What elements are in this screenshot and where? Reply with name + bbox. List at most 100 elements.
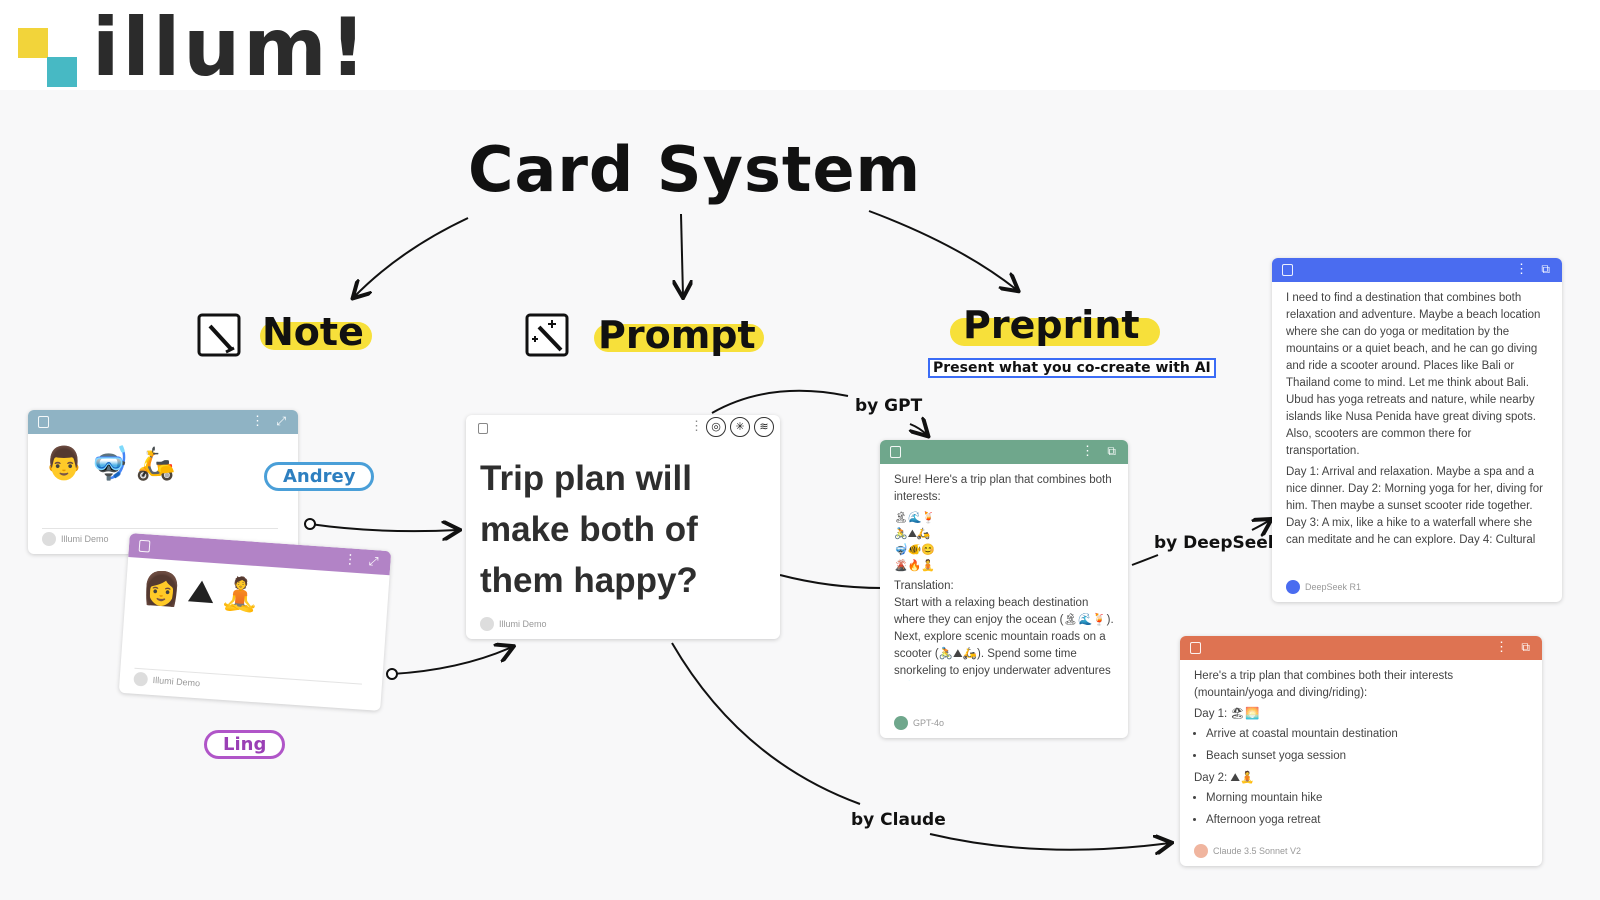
day-list: Morning mountain hike Afternoon yoga ret… bbox=[1194, 790, 1528, 829]
arrow-prompt-to-gpt bbox=[711, 389, 849, 414]
user-tag-ling: Ling bbox=[204, 730, 286, 759]
day-heading: Day 2: ⛰🧘 bbox=[1194, 772, 1255, 784]
more-menu-icon[interactable]: ⋮ bbox=[251, 413, 264, 428]
card-header: ⋮ ⧉ bbox=[1180, 636, 1542, 660]
preprint-subtitle: Present what you co-create with AI bbox=[928, 358, 1216, 378]
arrow-claude-label-to-card bbox=[929, 833, 1170, 850]
arrow-gpt-label-to-card bbox=[910, 424, 927, 435]
list-item: Morning mountain hike bbox=[1206, 790, 1528, 807]
response-body: Sure! Here's a trip plan that combines b… bbox=[880, 464, 1128, 693]
translation-label: Translation: bbox=[894, 580, 954, 592]
card-header: ⋮ ⧉ bbox=[1272, 258, 1562, 282]
copy-icon[interactable]: ⧉ bbox=[1107, 444, 1116, 458]
section-prompt: Prompt bbox=[598, 313, 756, 357]
gpt-model-icon[interactable]: ◎ bbox=[706, 417, 726, 437]
deepseek-logo-icon bbox=[1286, 580, 1300, 594]
arrow-gpt-to-deepseek bbox=[1131, 554, 1159, 566]
more-menu-icon[interactable]: ⋮ bbox=[690, 418, 703, 433]
avatar bbox=[480, 617, 494, 631]
card-icon bbox=[38, 416, 49, 428]
top-bar: illum! bbox=[0, 0, 1600, 90]
edge-label-deepseek: by DeepSeek bbox=[1154, 533, 1280, 553]
deepseek-model-icon[interactable]: ≋ bbox=[754, 417, 774, 437]
card-footer: Illumi Demo bbox=[133, 671, 201, 691]
plan-paragraph: Day 1: Arrival and relaxation. Maybe a s… bbox=[1286, 466, 1543, 546]
day-heading: Day 1: 🏖🌅 bbox=[1194, 708, 1260, 720]
prompt-card[interactable]: ⋮ ◎ ✳ ≋ Trip plan will make both of them… bbox=[466, 415, 780, 639]
arrow-title-to-preprint bbox=[868, 210, 1017, 290]
magic-wand-icon bbox=[524, 312, 570, 363]
arrow-title-to-prompt bbox=[681, 213, 683, 296]
card-divider bbox=[42, 528, 278, 529]
more-menu-icon[interactable]: ⋮ bbox=[1081, 443, 1094, 458]
list-item: Afternoon yoga retreat bbox=[1206, 812, 1528, 829]
prompt-line: them happy? bbox=[480, 561, 698, 600]
response-body: I need to find a destination that combin… bbox=[1272, 282, 1562, 562]
note-highlight bbox=[260, 322, 372, 350]
author-name: Illumi Demo bbox=[499, 619, 547, 629]
user-tag-andrey: Andrey bbox=[264, 462, 375, 491]
card-header: ⋮ ⤢ bbox=[28, 410, 298, 434]
claude-logo-icon bbox=[1194, 844, 1208, 858]
emoji-line: 🚴⛰🛵 bbox=[894, 528, 931, 540]
note-card-andrey[interactable]: ⋮ ⤢ 👨🤿🛵 Illumi Demo bbox=[28, 410, 298, 554]
more-menu-icon[interactable]: ⋮ bbox=[1495, 639, 1508, 654]
card-icon bbox=[890, 446, 901, 458]
expand-icon[interactable]: ⤢ bbox=[368, 553, 380, 569]
arrow-deepseek-label-to-card bbox=[1252, 520, 1270, 530]
more-menu-icon[interactable]: ⋮ bbox=[343, 551, 358, 567]
emoji-line: 🌋🔥🧘 bbox=[894, 560, 936, 572]
arrow-note1-to-prompt bbox=[309, 524, 458, 531]
emoji-line: 🤿🐠😊 bbox=[894, 544, 936, 556]
note-icon bbox=[196, 312, 242, 363]
more-menu-icon[interactable]: ⋮ bbox=[1515, 261, 1528, 276]
response-intro: Here's a trip plan that combines both th… bbox=[1194, 670, 1454, 699]
card-icon bbox=[478, 423, 488, 434]
model-name: GPT-4o bbox=[913, 718, 945, 728]
card-footer: Illumi Demo bbox=[42, 532, 109, 546]
prompt-line: Trip plan will bbox=[480, 459, 692, 498]
author-name: Illumi Demo bbox=[152, 675, 201, 689]
author-name: Illumi Demo bbox=[61, 534, 109, 544]
note-card-ling[interactable]: ⋮ ⤢ 👩⛰🧘 Illumi Demo bbox=[118, 533, 392, 711]
translation-text: Start with a relaxing beach destination … bbox=[894, 597, 1114, 677]
card-footer: Illumi Demo bbox=[480, 617, 547, 631]
copy-icon[interactable]: ⧉ bbox=[1521, 640, 1530, 654]
preprint-highlight bbox=[950, 318, 1160, 346]
arrow-note2-to-prompt bbox=[391, 647, 512, 675]
card-footer: GPT-4o bbox=[894, 716, 944, 730]
card-footer: Claude 3.5 Sonnet V2 bbox=[1194, 842, 1302, 858]
gpt-logo-icon bbox=[894, 716, 908, 730]
reasoning-paragraph: I need to find a destination that combin… bbox=[1286, 292, 1541, 457]
claude-response-card[interactable]: ⋮ ⧉ Here's a trip plan that combines bot… bbox=[1180, 636, 1542, 866]
section-note: Note bbox=[262, 310, 364, 354]
logo-teal-square bbox=[47, 57, 77, 87]
claude-model-icon[interactable]: ✳ bbox=[730, 417, 750, 437]
prompt-highlight bbox=[594, 324, 764, 352]
page-title: Card System bbox=[468, 133, 922, 206]
list-item: Arrive at coastal mountain destination bbox=[1206, 726, 1528, 743]
model-name: Claude 3.5 Sonnet V2 bbox=[1213, 846, 1302, 856]
avatar bbox=[133, 671, 149, 687]
note-emojis: 👨🤿🛵 bbox=[44, 444, 182, 482]
card-icon bbox=[1282, 264, 1293, 276]
response-body: Here's a trip plan that combines both th… bbox=[1180, 660, 1542, 842]
day-list: Arrive at coastal mountain destination B… bbox=[1194, 726, 1528, 765]
model-name: DeepSeek R1 bbox=[1305, 582, 1362, 592]
emoji-plan: 🏝🌊🍹 🚴⛰🛵 🤿🐠😊 🌋🔥🧘 bbox=[894, 510, 1114, 574]
logo-yellow-square bbox=[18, 28, 48, 58]
card-footer: DeepSeek R1 bbox=[1286, 580, 1361, 594]
logo-wordmark: illum! bbox=[92, 1, 370, 94]
card-icon bbox=[138, 539, 151, 553]
card-icon bbox=[1190, 642, 1201, 654]
card-header: ⋮ ⧉ bbox=[880, 440, 1128, 464]
expand-icon[interactable]: ⤢ bbox=[276, 414, 286, 428]
prompt-text: Trip plan will make both of them happy? bbox=[480, 453, 698, 606]
edge-label-gpt: by GPT bbox=[855, 396, 923, 416]
copy-icon[interactable]: ⧉ bbox=[1541, 262, 1550, 276]
response-intro: Sure! Here's a trip plan that combines b… bbox=[894, 474, 1112, 503]
deepseek-response-card[interactable]: ⋮ ⧉ I need to find a destination that co… bbox=[1272, 258, 1562, 602]
gpt-response-card[interactable]: ⋮ ⧉ Sure! Here's a trip plan that combin… bbox=[880, 440, 1128, 738]
emoji-line: 🏝🌊🍹 bbox=[894, 512, 936, 524]
edge-label-claude: by Claude bbox=[851, 810, 946, 830]
